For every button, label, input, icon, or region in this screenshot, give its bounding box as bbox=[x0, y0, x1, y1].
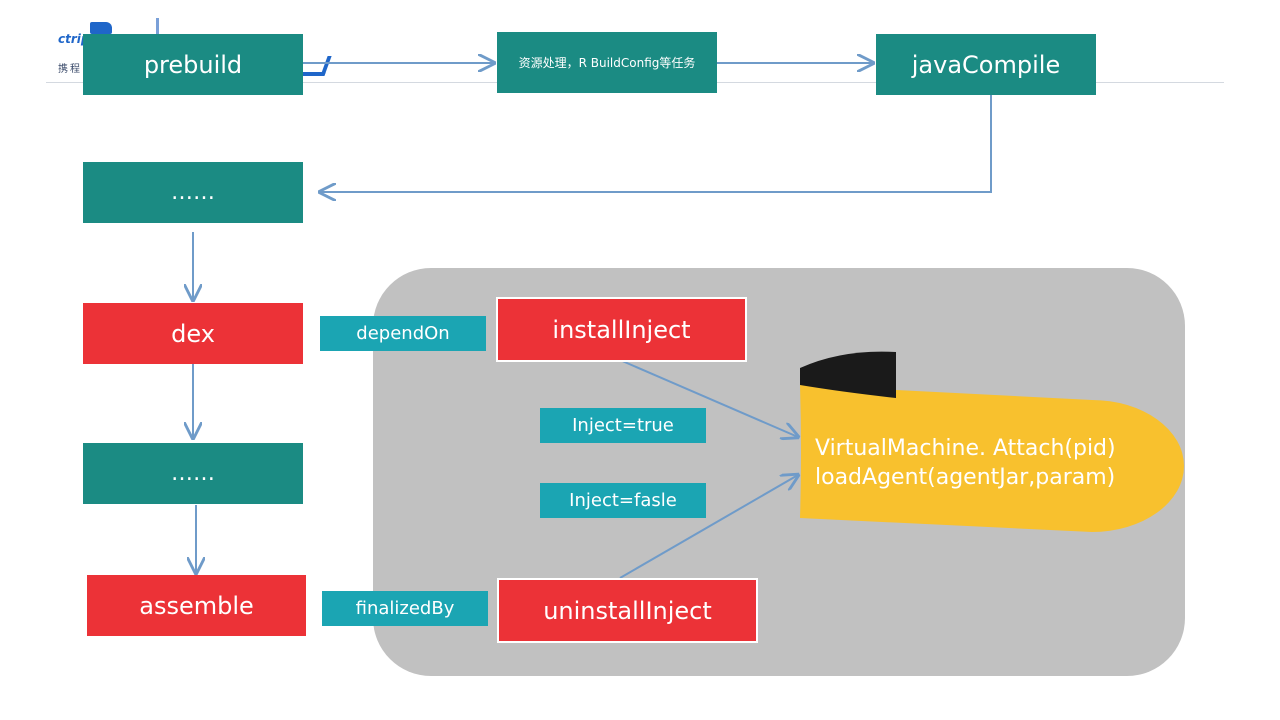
inject-true-label: Inject=true bbox=[572, 415, 674, 436]
logo-divider bbox=[156, 18, 159, 48]
ellipsis-label-1: …… bbox=[171, 180, 215, 205]
javacompile-label: javaCompile bbox=[911, 50, 1061, 79]
resources-label: 资源处理，R BuildConfig等任务 bbox=[518, 56, 696, 70]
uninstall-inject-label: uninstallInject bbox=[543, 596, 712, 625]
logo-glyph-icon bbox=[90, 22, 112, 34]
ctrip-logo: ctrip 携程 bbox=[56, 18, 332, 78]
logo-sub-text: 携程 bbox=[58, 64, 82, 75]
install-inject-label: installInject bbox=[552, 315, 691, 344]
finalized-by-label: finalizedBy bbox=[355, 598, 455, 619]
uninstall-inject-node: uninstallInject bbox=[497, 578, 758, 643]
prebuild-node: prebuild bbox=[83, 34, 303, 95]
ellipsis-node-1: …… bbox=[83, 162, 303, 223]
prebuild-label: prebuild bbox=[143, 50, 243, 79]
install-inject-node: installInject bbox=[496, 297, 747, 362]
inject-false-tag: Inject=fasle bbox=[540, 483, 706, 518]
assemble-node: assemble bbox=[87, 575, 306, 636]
ellipsis-node-2: …… bbox=[83, 443, 303, 504]
dex-node: dex bbox=[83, 303, 303, 364]
agent-drum-body bbox=[800, 385, 1184, 532]
agent-drum-top bbox=[800, 351, 896, 398]
depend-on-tag: dependOn bbox=[320, 316, 486, 351]
agent-line-2: loadAgent(agentJar,param) bbox=[815, 465, 1116, 490]
ellipsis-label-2: …… bbox=[171, 461, 215, 486]
inject-true-tag: Inject=true bbox=[540, 408, 706, 443]
resources-node: 资源处理，R BuildConfig等任务 bbox=[497, 32, 717, 93]
agent-line-1: VirtualMachine. Attach(pid) bbox=[815, 436, 1116, 461]
agent-drum-text: VirtualMachine. Attach(pid) loadAgent(ag… bbox=[815, 434, 1116, 492]
arrow-install-to-agent bbox=[619, 359, 798, 437]
arrow-uninstall-to-agent bbox=[619, 475, 798, 579]
arrow-javacompile-to-ellipsis bbox=[320, 95, 992, 192]
dex-label: dex bbox=[171, 319, 215, 348]
assemble-label: assemble bbox=[139, 591, 254, 620]
finalized-by-tag: finalizedBy bbox=[322, 591, 488, 626]
logo-mark-text: ctrip bbox=[58, 32, 90, 46]
inject-false-label: Inject=fasle bbox=[569, 490, 677, 511]
depend-on-label: dependOn bbox=[356, 323, 450, 344]
javacompile-node: javaCompile bbox=[876, 34, 1096, 95]
